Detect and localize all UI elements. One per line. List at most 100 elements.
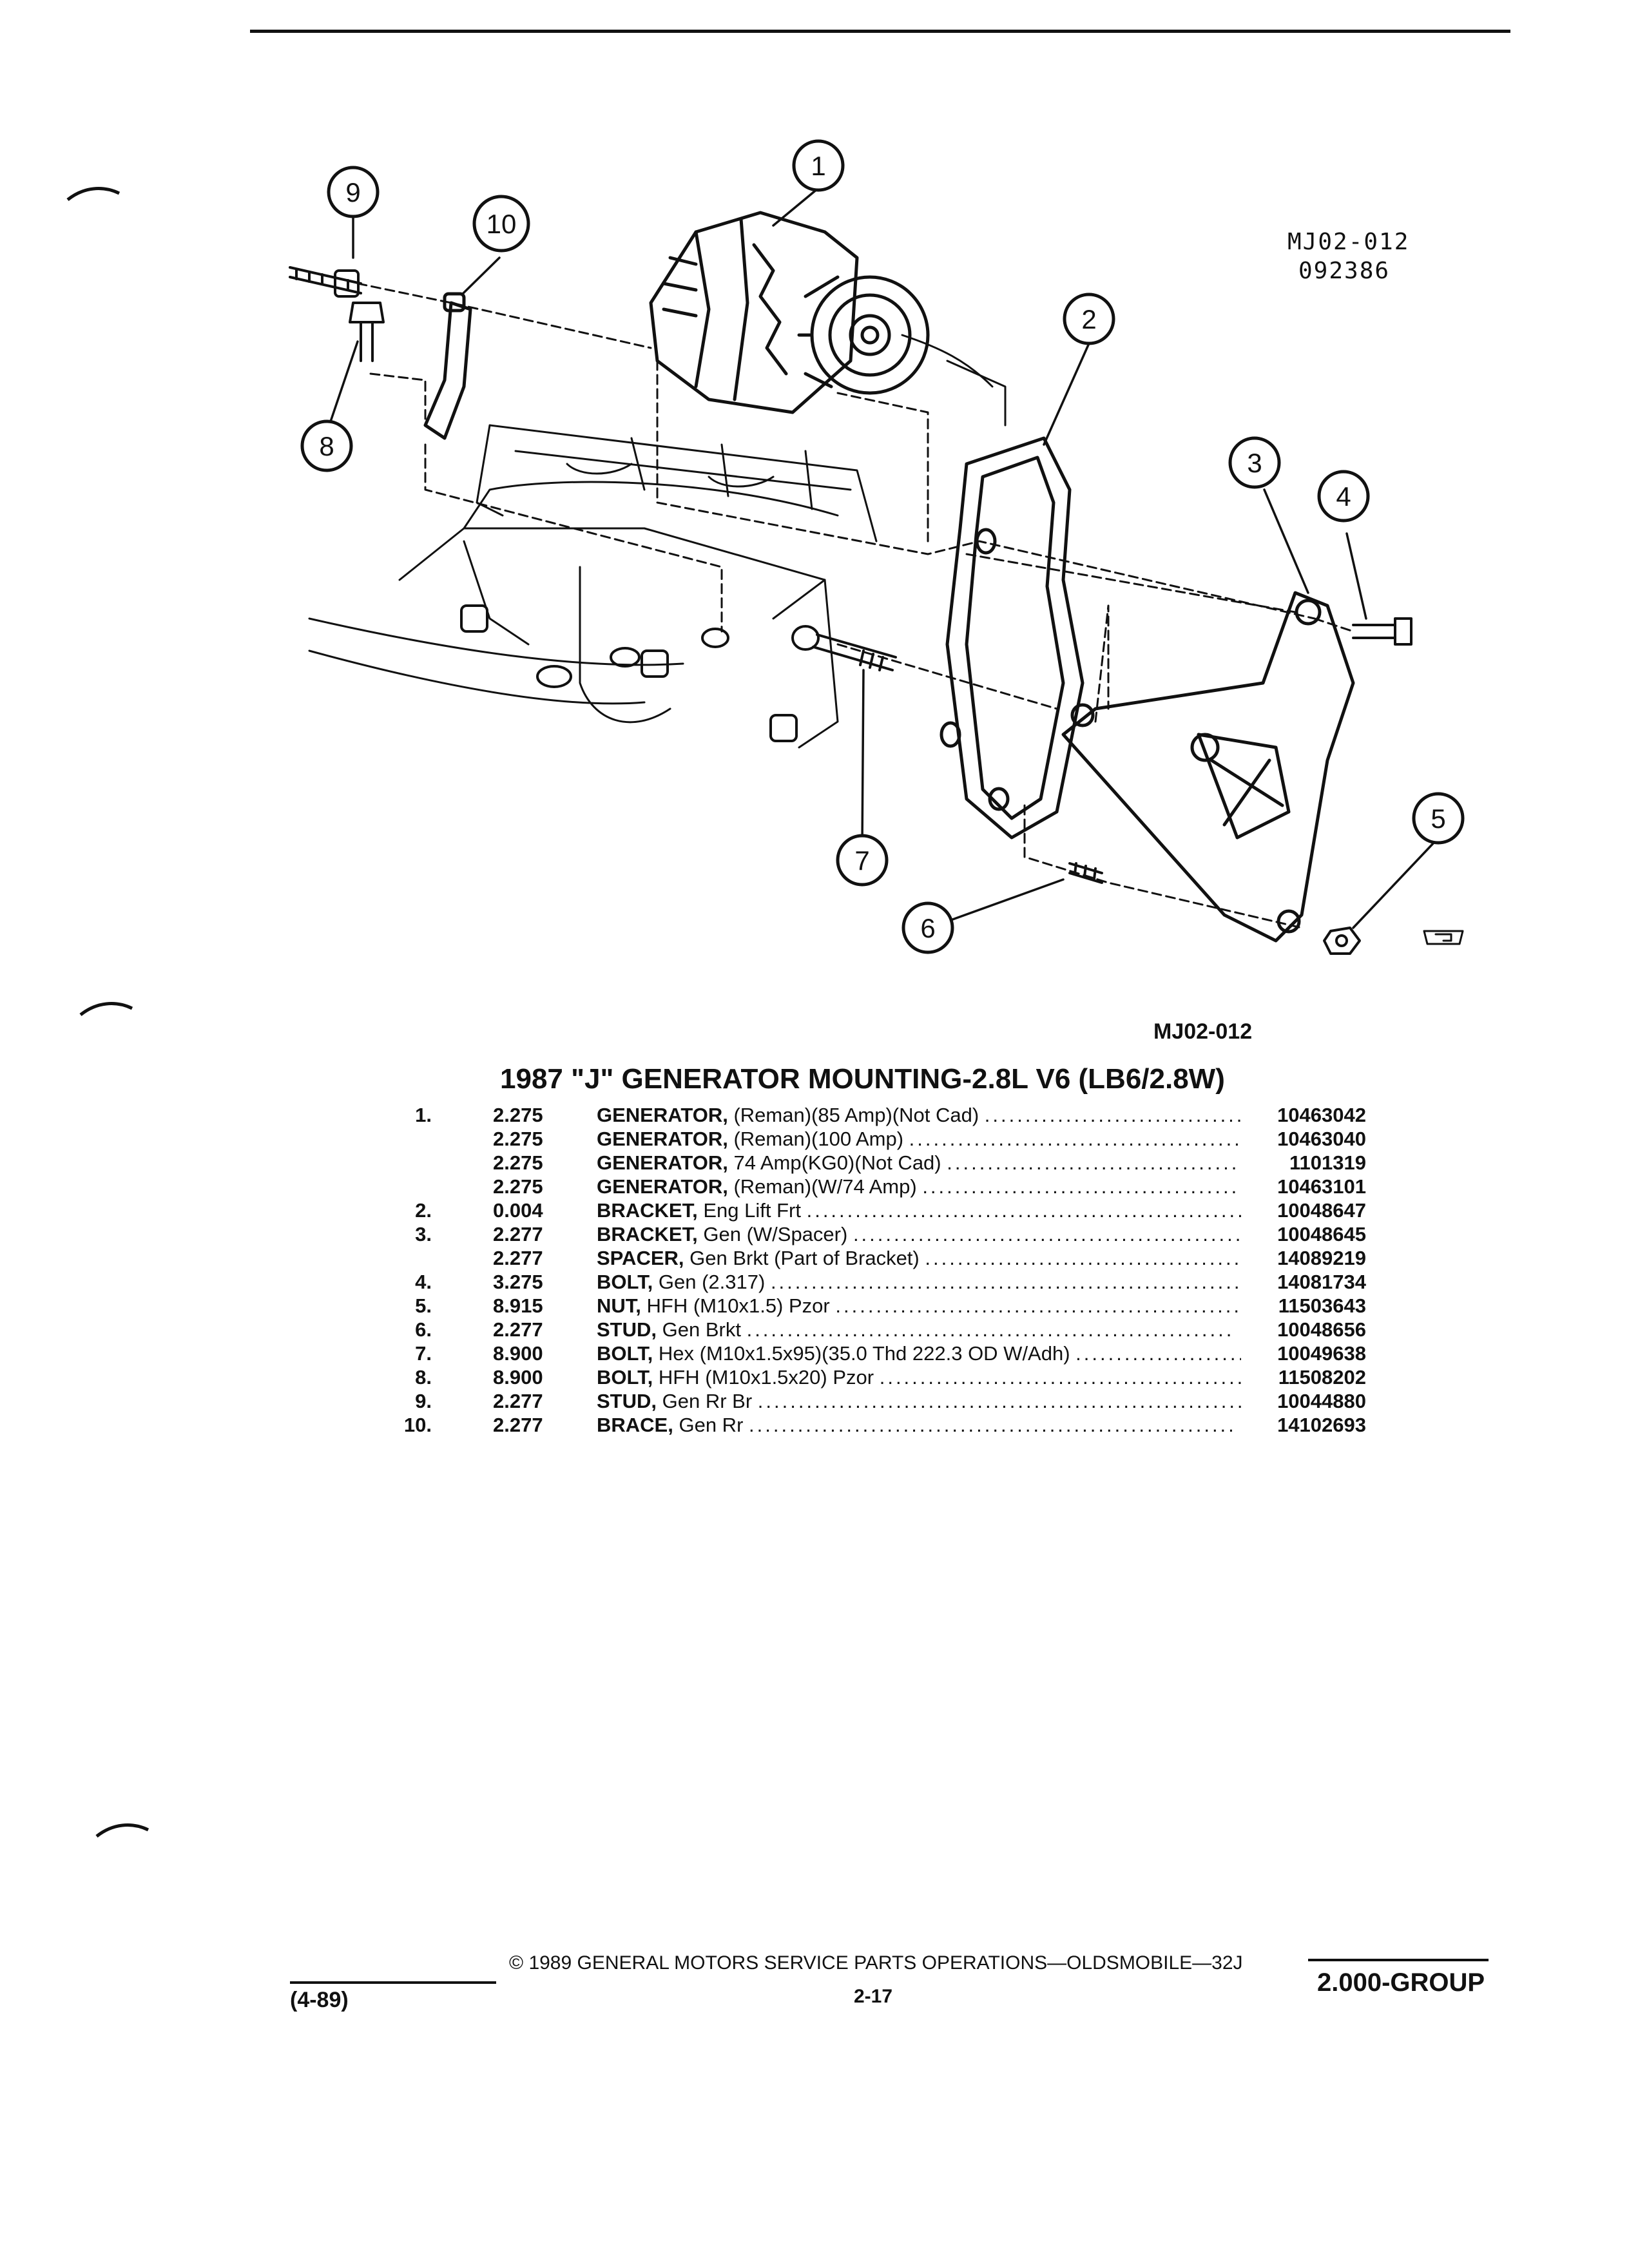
top-rule (250, 30, 1510, 33)
part-description: BOLT, Gen (2.317) ......................… (597, 1270, 1241, 1294)
part-name: NUT, (597, 1294, 641, 1317)
part-detail: Hex (M10x1.5x95)(35.0 Thd 222.3 OD W/Adh… (658, 1342, 1070, 1365)
part-detail: Gen (W/Spacer) (703, 1223, 848, 1245)
parts-row: 6. 2.277 STUD, Gen Brkt ..................… (361, 1318, 1392, 1341)
part-description: BRACKET, Eng Lift Frt ..................… (597, 1198, 1241, 1222)
part-description: BOLT, Hex (M10x1.5x95)(35.0 Thd 222.3 OD… (597, 1341, 1241, 1365)
leader-dots: ........................................… (947, 1151, 1241, 1174)
engine-bosses (460, 604, 798, 742)
part-description: BOLT, HFH (M10x1.5x20) Pzor ............… (597, 1365, 1241, 1389)
figure-caption-code: MJ02-012 (1153, 1019, 1253, 1044)
callout-circles (300, 139, 1465, 954)
part-number: 10463101 (1277, 1175, 1366, 1198)
part-description: GENERATOR, (Reman)(100 Amp) ............… (597, 1127, 1241, 1151)
group-number: 2.277 (493, 1223, 543, 1245)
footer-group: 2.000-GROUP (1317, 1968, 1485, 1997)
part-number: 14102693 (1277, 1414, 1366, 1436)
part-description: BRACKET, Gen (W/Spacer) ................… (597, 1222, 1241, 1246)
leader-dots: ........................................… (757, 1390, 1241, 1412)
part-number: 1101319 (1289, 1151, 1366, 1174)
part-name: GENERATOR, (597, 1151, 728, 1174)
item-number: 4. (415, 1271, 432, 1293)
part-detail: Eng Lift Frt (703, 1199, 801, 1222)
leader-dots: ........................................… (770, 1271, 1241, 1293)
part-number: 14089219 (1277, 1247, 1366, 1269)
callout-9: 9 (345, 177, 360, 207)
item-number: 2. (415, 1199, 432, 1222)
parts-row: 2. 0.004 BRACKET, Eng Lift Frt ...........… (361, 1198, 1392, 1222)
engine-block (308, 334, 1007, 749)
part-detail: (Reman)(100 Amp) (733, 1128, 904, 1150)
section-title: 1987 "J" GENERATOR MOUNTING-2.8L V6 (LB6… (500, 1063, 1225, 1095)
item-number: 6. (415, 1318, 432, 1341)
margin-mark-3 (95, 1823, 149, 1838)
group-number: 2.277 (493, 1247, 543, 1269)
item-number: 10. (403, 1414, 432, 1436)
part-number: 10463040 (1277, 1128, 1366, 1150)
exploded-diagram: 1 2 3 4 5 7 6 8 9 10 (0, 0, 1629, 1005)
leader-dots: ........................................… (853, 1223, 1241, 1245)
leader-dots: ........................................… (984, 1104, 1241, 1126)
callout-3: 3 (1247, 448, 1262, 478)
item-number: 9. (415, 1390, 432, 1412)
group-number: 0.004 (493, 1199, 543, 1222)
leader-dots: ........................................… (879, 1366, 1241, 1389)
callout-10: 10 (487, 209, 517, 239)
bolt-4-drawing (1352, 617, 1412, 646)
part-number: 10049638 (1277, 1342, 1366, 1365)
gm-logo-mark (1423, 930, 1464, 945)
callout-5: 5 (1431, 803, 1445, 834)
callout-1: 1 (811, 151, 825, 181)
part-name: STUD, (597, 1390, 657, 1412)
part-name: STUD, (597, 1318, 657, 1341)
callout-labels: 1 2 3 4 5 7 6 8 9 10 (319, 151, 1445, 943)
margin-mark-1 (66, 187, 120, 201)
callout-8: 8 (319, 431, 334, 461)
group-number: 2.277 (493, 1318, 543, 1341)
part-description: GENERATOR, (Reman)(W/74 Amp) ...........… (597, 1175, 1241, 1198)
group-number: 2.275 (493, 1104, 543, 1126)
item-number: 5. (415, 1294, 432, 1317)
part-number: 11503643 (1278, 1294, 1366, 1317)
part-name: BOLT, (597, 1271, 653, 1293)
margin-mark-2 (79, 1002, 133, 1016)
part-number: 10048656 (1277, 1318, 1366, 1341)
leader-dots: ........................................… (909, 1128, 1241, 1150)
part-detail: Gen Rr (679, 1414, 744, 1436)
part-description: GENERATOR, 74 Amp(KG0)(Not Cad) ........… (597, 1151, 1241, 1175)
leader-dots: ........................................… (922, 1175, 1241, 1198)
part-detail: HFH (M10x1.5) Pzor (646, 1294, 830, 1317)
group-number: 2.275 (493, 1128, 543, 1150)
footer-date: (4-89) (290, 1988, 349, 2012)
group-number: 3.275 (493, 1271, 543, 1293)
bracket-front-drawing (940, 436, 1084, 840)
part-description: STUD, Gen Brkt .........................… (597, 1318, 1241, 1341)
part-number: 10048647 (1277, 1199, 1366, 1222)
item-number: 1. (415, 1104, 432, 1126)
part-name: BRACKET, (597, 1199, 698, 1222)
part-number: 14081734 (1277, 1271, 1366, 1293)
leader-dots: ........................................… (749, 1414, 1237, 1436)
part-number: 11508202 (1278, 1366, 1366, 1389)
leader-dots: ........................................… (835, 1294, 1241, 1317)
part-name: BRACKET, (597, 1223, 698, 1245)
page-number: 2-17 (854, 1986, 893, 2007)
bracket-gen-drawing (1061, 591, 1355, 943)
figure-code-line2: 092386 (1298, 258, 1391, 284)
figure-code-line1: MJ02-012 (1287, 229, 1410, 255)
part-detail: Gen Brkt (662, 1318, 741, 1341)
group-number: 2.275 (493, 1175, 543, 1198)
callout-6: 6 (920, 913, 935, 943)
generator-drawing (649, 211, 930, 414)
callout-4: 4 (1336, 481, 1351, 512)
part-detail: 74 Amp(KG0)(Not Cad) (733, 1151, 941, 1174)
brace-drawing (423, 292, 472, 440)
